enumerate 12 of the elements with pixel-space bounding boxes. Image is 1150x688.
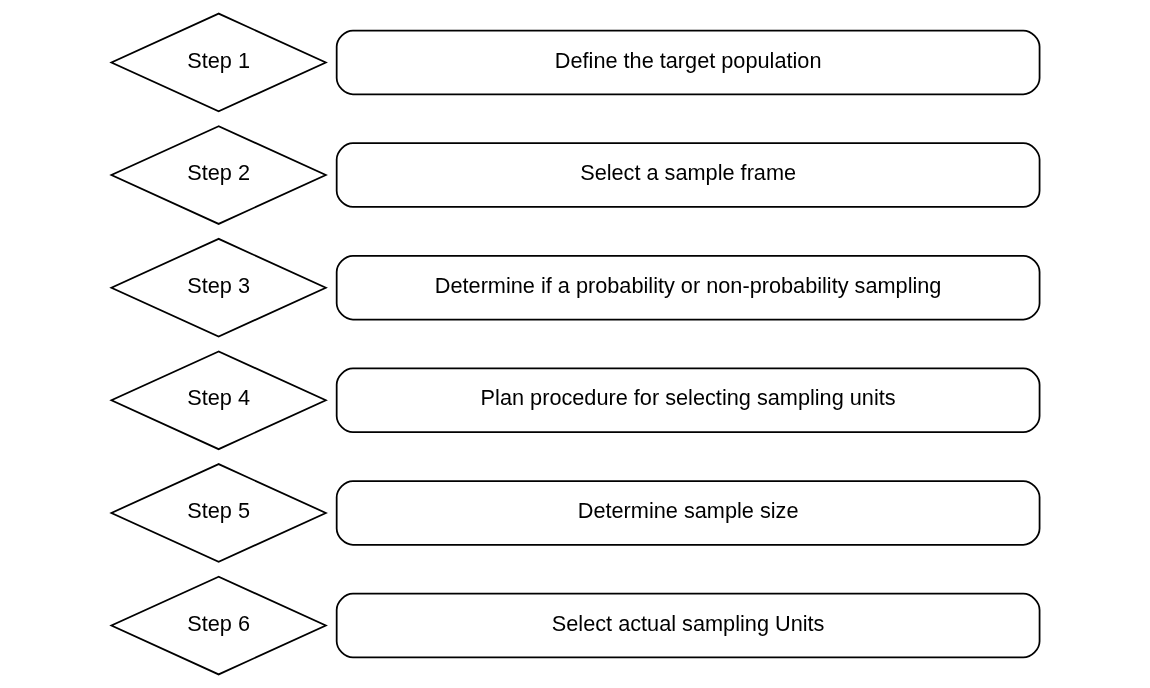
node-box: Plan procedure for selecting sampling units: [335, 367, 1040, 434]
node-box: Determine sample size: [335, 480, 1040, 546]
node-box: Define the target population: [335, 29, 1040, 96]
node-box: Determine if a probability or non-probability sampling: [335, 254, 1040, 321]
node-box: Select a sample frame: [335, 142, 1040, 208]
node-diamond: Step 1: [108, 12, 328, 113]
node-diamond: Step 2: [108, 125, 328, 225]
node-diamond: Step 6: [108, 575, 328, 676]
node-diamond: Step 5: [108, 463, 328, 563]
node-diamond: Step 3: [108, 237, 328, 338]
node-box: Select actual sampling Units: [335, 592, 1040, 659]
node-diamond: Step 4: [108, 350, 328, 451]
